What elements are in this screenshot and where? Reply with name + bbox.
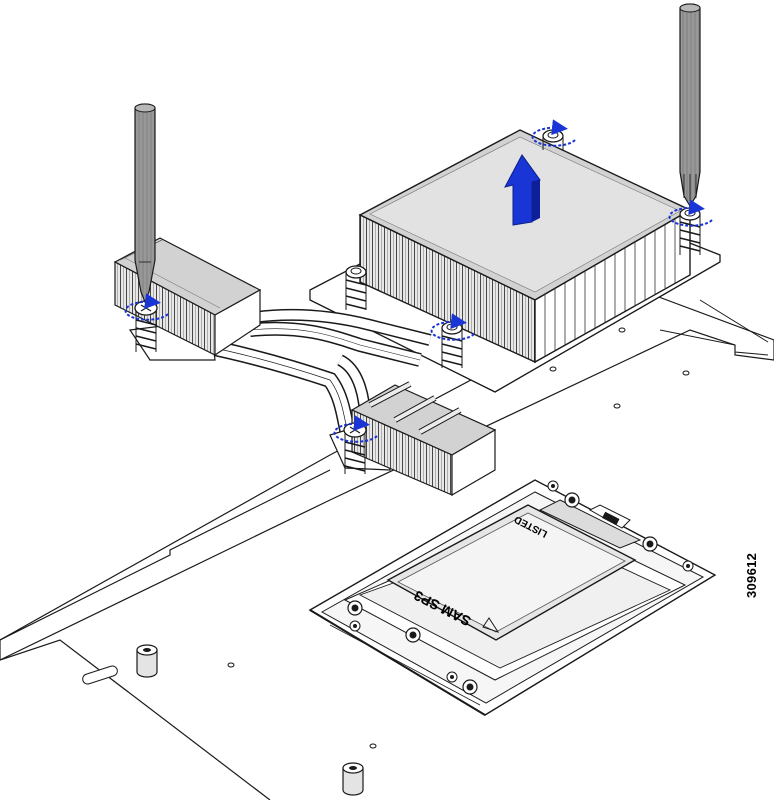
screw-icon xyxy=(682,560,694,572)
counterclockwise-arrow-icon xyxy=(668,199,713,227)
screwdriver-icon xyxy=(134,103,156,304)
screw-icon xyxy=(446,671,458,683)
screw-middle xyxy=(345,265,367,310)
figure-number: 309612 xyxy=(744,552,759,598)
up-arrow-icon xyxy=(504,154,541,226)
screwdriver-icon xyxy=(679,3,701,208)
board-holes xyxy=(82,327,690,749)
main-heatsink xyxy=(358,129,692,364)
counterclockwise-arrow-icon xyxy=(531,119,576,147)
screw-icon xyxy=(564,492,580,508)
counterclockwise-arrow-icon xyxy=(333,415,378,443)
screw-icon xyxy=(462,679,478,695)
counterclockwise-arrow-icon xyxy=(124,293,169,321)
screw-icon xyxy=(405,627,421,643)
standoff-bottom xyxy=(342,762,364,796)
screw-icon xyxy=(349,620,361,632)
heatsink-assembly xyxy=(113,129,721,497)
screw-icon xyxy=(547,480,559,492)
triangle-icon xyxy=(482,617,500,633)
screw-icon xyxy=(347,600,363,616)
screw-icon xyxy=(642,536,658,552)
lower-heatsink xyxy=(350,381,497,497)
standoff-left xyxy=(136,644,158,678)
counterclockwise-arrow-icon xyxy=(430,313,475,341)
